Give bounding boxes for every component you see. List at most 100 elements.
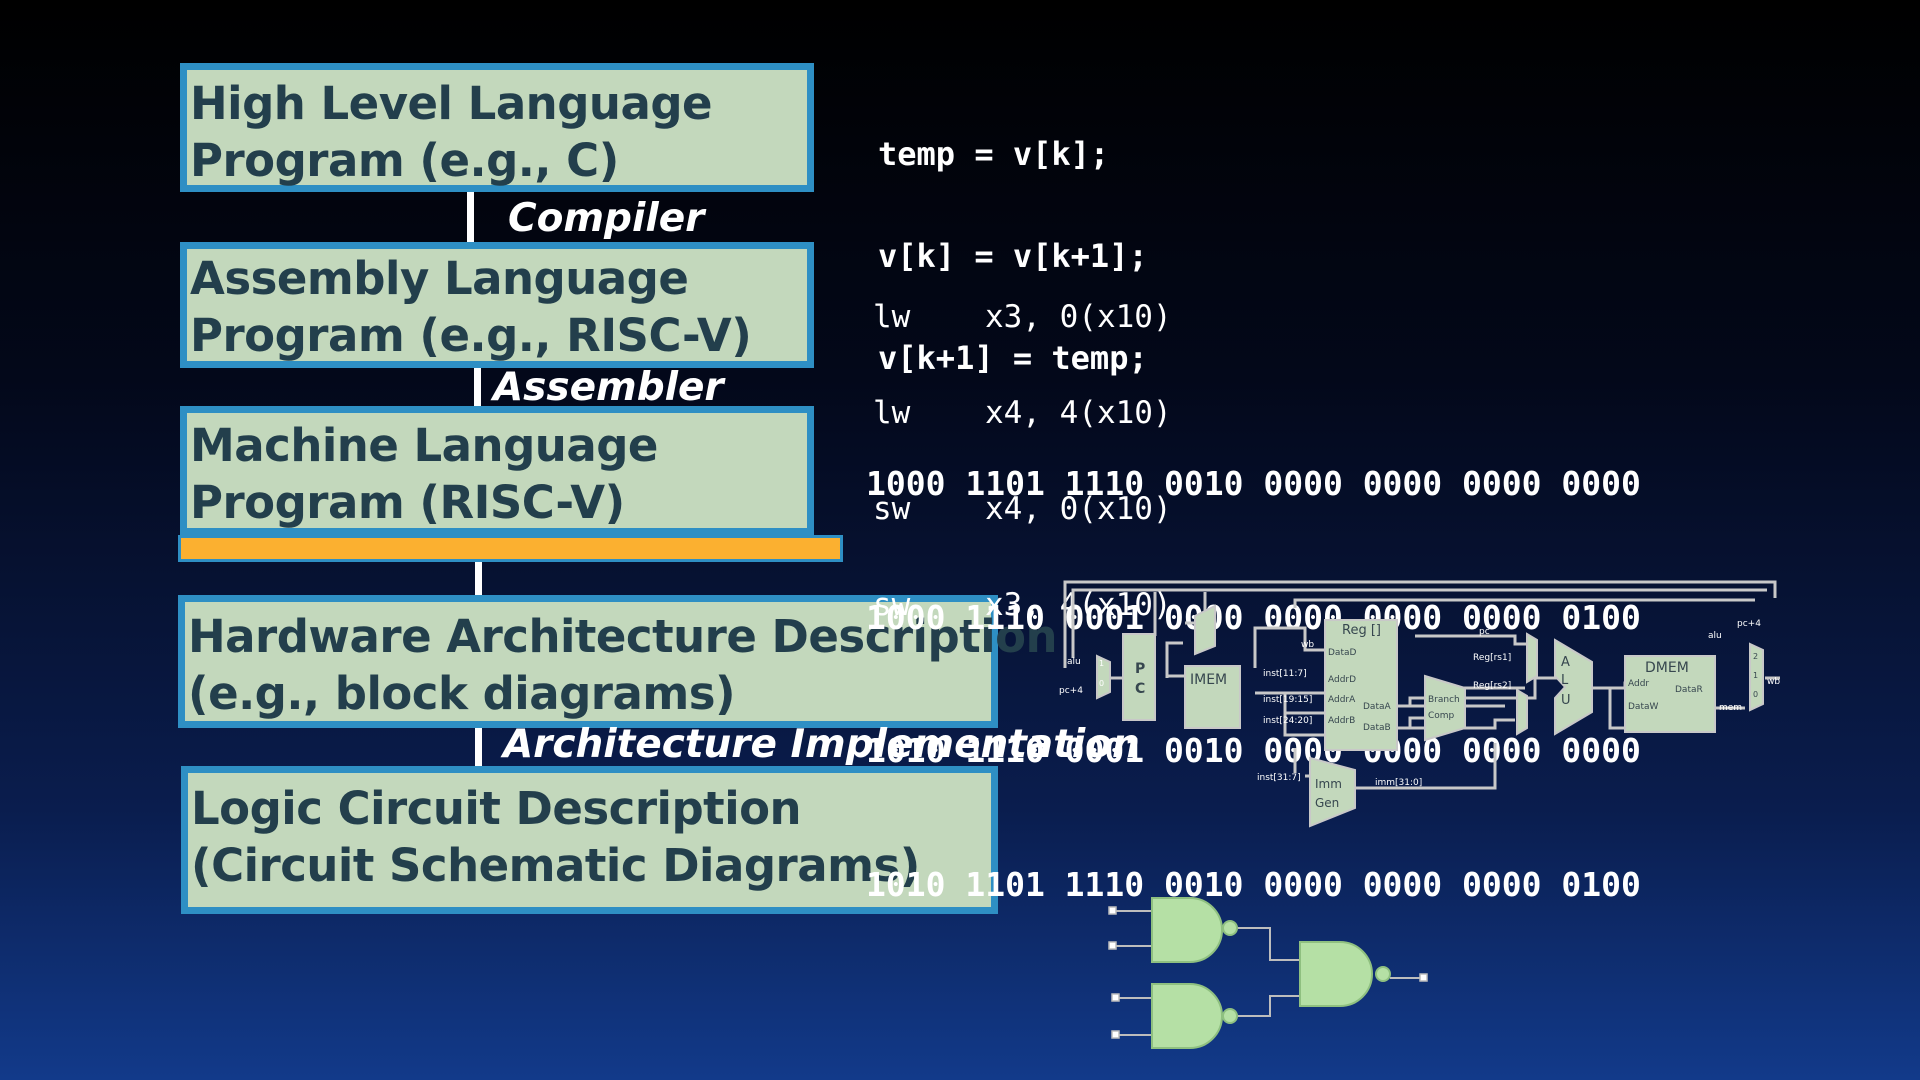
compiler-label: Compiler xyxy=(508,196,705,241)
comp-label: Comp xyxy=(1428,711,1455,721)
machine-code-line: 1010 1101 1110 0010 0000 0000 0000 0100 xyxy=(866,864,1641,904)
input-terminal xyxy=(1111,993,1120,1002)
architecture-implementation-label: Architecture Implementation xyxy=(503,722,1140,767)
assembly-code-line: sw x4, 0(x10) xyxy=(873,491,1172,527)
pc4-input-label: pc+4 xyxy=(1059,686,1083,696)
alu xyxy=(1554,638,1593,736)
hardware-title: Hardware Architecture Description xyxy=(188,610,1058,663)
imem-label: IMEM xyxy=(1190,672,1227,688)
imm-31-0-label: imm[31:0] xyxy=(1375,778,1422,788)
logic-subtitle: (Circuit Schematic Diagrams) xyxy=(191,839,920,892)
datab-label: DataB xyxy=(1363,723,1391,733)
input-terminal xyxy=(1108,941,1117,950)
assembly-title: Assembly Language xyxy=(190,252,689,305)
pc-adder xyxy=(1194,604,1216,656)
reg-rs1-label: Reg[rs1] xyxy=(1473,653,1511,663)
addrd-label: AddrD xyxy=(1328,675,1356,685)
dataa-label: DataA xyxy=(1363,702,1391,712)
imem-block xyxy=(1184,665,1241,729)
connector-line-architecture xyxy=(475,728,482,768)
machine-code-block: 1000 1101 1110 0010 0000 0000 0000 0000 … xyxy=(866,373,1641,952)
datapath-diagram: P C 1 0 alu pc+4 IMEM Reg [] wb DataD Ad… xyxy=(1059,580,1780,828)
input-terminal xyxy=(1108,906,1117,915)
branch-comparator xyxy=(1424,674,1466,742)
assembly-code-block: lw x3, 0(x10) lw x4, 4(x10) sw x4, 0(x10… xyxy=(873,237,1172,653)
inst-31-7-label: inst[31:7] xyxy=(1257,773,1301,783)
pc-mux xyxy=(1096,654,1111,700)
nand-gate-1 xyxy=(1151,897,1223,963)
highlight-bar xyxy=(178,535,843,562)
inst-11-7-label: inst[11:7] xyxy=(1263,669,1307,679)
register-file xyxy=(1324,619,1398,751)
inst-24-20-label: inst[24:20] xyxy=(1263,716,1312,726)
machine-code-line: 1010 1110 0001 0010 0000 0000 0000 0000 xyxy=(866,731,1641,770)
logic-gate-schematic xyxy=(1108,897,1428,1049)
hardware-architecture-box: Hardware Architecture Description (e.g.,… xyxy=(178,595,1058,728)
machine-code-line: 1000 1101 1110 0010 0000 0000 0000 0000 xyxy=(866,464,1641,503)
imm-gen xyxy=(1309,756,1356,828)
assembly-code-line: lw x3, 0(x10) xyxy=(873,299,1172,335)
alu-a-mux xyxy=(1526,632,1538,684)
c-code-line: v[k+1] = temp; xyxy=(878,339,1148,377)
pc-label-c: C xyxy=(1135,681,1145,697)
mux2-label: 2 xyxy=(1753,652,1758,661)
addrb-label: AddrB xyxy=(1328,716,1355,726)
dataw-label: DataW xyxy=(1628,702,1658,712)
machine-subtitle: Program (RISC-V) xyxy=(190,476,625,529)
machine-language-box: Machine Language Program (RISC-V) xyxy=(180,406,814,535)
connector-line-hardware xyxy=(475,562,482,600)
alu-u-text: U xyxy=(1561,693,1571,708)
imm-label: Imm xyxy=(1315,777,1342,791)
machine-title: Machine Language xyxy=(190,419,658,472)
alu-output-label: alu xyxy=(1708,631,1722,641)
nand-bubble-3 xyxy=(1375,966,1391,982)
pc-mux-1-label: 1 xyxy=(1099,659,1104,668)
gen-label: Gen xyxy=(1315,796,1339,810)
high-level-subtitle: Program (e.g., C) xyxy=(190,134,619,187)
alu-a-text: A xyxy=(1561,655,1570,670)
nand-gate-3 xyxy=(1299,941,1373,1007)
assembly-code-line: sw x3, 4(x10) xyxy=(873,587,1172,623)
assembly-language-box: Assembly Language Program (e.g., RISC-V) xyxy=(180,242,814,368)
hardware-subtitle: (e.g., block diagrams) xyxy=(188,667,736,720)
connector-line-assembler xyxy=(474,368,481,408)
alu-input-label: alu xyxy=(1067,657,1081,667)
wb-label: wb xyxy=(1301,640,1314,650)
assembler-label: Assembler xyxy=(493,365,724,410)
inst-19-15-label: inst[19:15] xyxy=(1263,695,1312,705)
pc-wire-label: pc xyxy=(1479,627,1490,637)
mux1-label: 1 xyxy=(1753,671,1758,680)
mux0-label: 0 xyxy=(1753,690,1758,699)
machine-code-line: 1000 1110 0001 0000 0000 0000 0000 0100 xyxy=(866,597,1641,637)
assembly-subtitle: Program (e.g., RISC-V) xyxy=(190,309,752,362)
nand-bubble-1 xyxy=(1222,920,1238,936)
reg-rs2-label: Reg[rs2] xyxy=(1473,681,1511,691)
c-code-line: temp = v[k]; xyxy=(878,135,1110,173)
mem-output-label: mem xyxy=(1719,703,1742,713)
logic-title: Logic Circuit Description xyxy=(191,782,802,835)
high-level-title: High Level Language xyxy=(190,77,713,130)
nand-gate-2 xyxy=(1151,983,1223,1049)
assembly-code-line: lw x4, 4(x10) xyxy=(873,395,1172,431)
c-code-line: v[k] = v[k+1]; xyxy=(878,237,1148,275)
datar-label: DataR xyxy=(1675,685,1703,695)
alu-l-text: L xyxy=(1561,673,1569,688)
pc-label-p: P xyxy=(1135,661,1145,677)
reg-label: Reg [] xyxy=(1342,623,1381,638)
wb-mux xyxy=(1749,642,1764,712)
connector-line-compiler xyxy=(467,192,474,246)
pc-mux-0-label: 0 xyxy=(1099,679,1104,688)
alu-b-mux xyxy=(1516,688,1528,736)
dmem-label: DMEM xyxy=(1645,660,1689,676)
addr-label: Addr xyxy=(1628,679,1649,689)
branch-label: Branch xyxy=(1428,695,1460,705)
addra-label: AddrA xyxy=(1328,695,1356,705)
pc4-output-label: pc+4 xyxy=(1737,619,1761,629)
input-terminal xyxy=(1111,1030,1120,1039)
c-code-block: temp = v[k]; v[k] = v[k+1]; v[k+1] = tem… xyxy=(878,69,1148,409)
nand-bubble-2 xyxy=(1222,1008,1238,1024)
pc-register xyxy=(1122,633,1156,721)
dmem-block xyxy=(1624,655,1716,733)
logic-circuit-box: Logic Circuit Description (Circuit Schem… xyxy=(181,766,998,914)
datad-label: DataD xyxy=(1328,648,1356,658)
